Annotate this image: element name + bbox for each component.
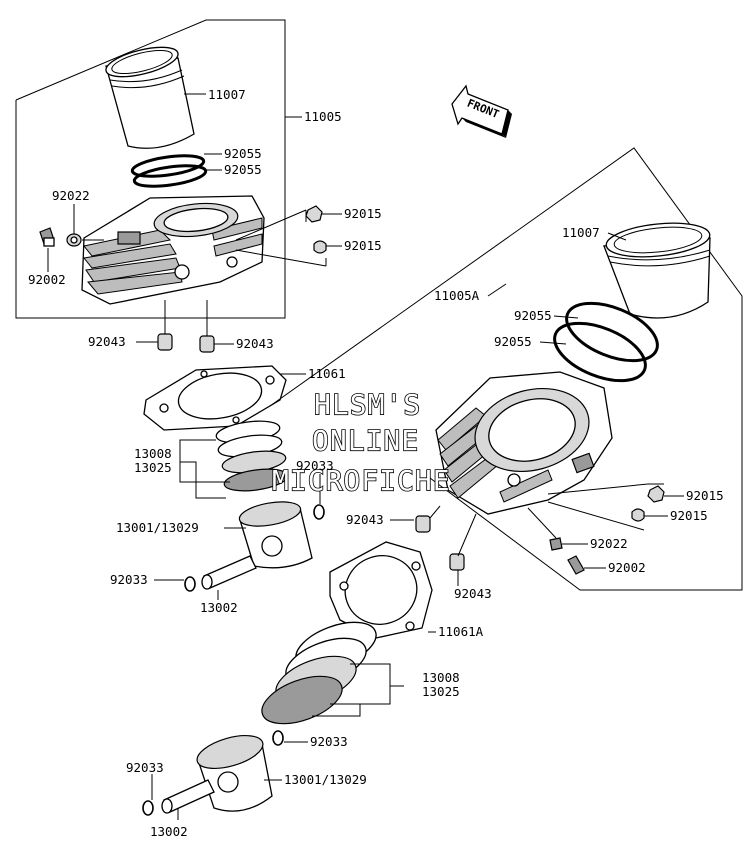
label-13025-top: 13025 <box>134 460 172 475</box>
washer-92022-upper <box>66 233 82 247</box>
watermark-line-3: MICROFICHE <box>272 464 451 497</box>
label-92015-c: 92015 <box>686 488 724 503</box>
label-92033-bottom: 92033 <box>126 760 164 775</box>
label-92055-d: 92055 <box>494 334 532 349</box>
front-arrow-icon: FRONT <box>451 84 512 138</box>
cylinder-block-11005 <box>81 195 265 305</box>
label-92055-b: 92055 <box>224 162 262 177</box>
label-92043-low: 92043 <box>454 586 492 601</box>
label-11005: 11005 <box>304 109 342 124</box>
piston-13001-lower <box>196 735 273 812</box>
label-13001-low: 13001/13029 <box>284 772 367 787</box>
circlip-92033-lower-right <box>272 730 284 746</box>
circlip-92033-upper-right <box>313 504 325 520</box>
watermark: HLSM'S ONLINE MICROFICHE <box>271 387 451 498</box>
label-13025-low: 13025 <box>422 684 460 699</box>
dowel-pin-92043-upper-a <box>157 333 173 351</box>
o-ring-92055-right <box>553 301 659 383</box>
cylinder-liner-11007 <box>105 46 195 149</box>
piston-pin-13002-upper <box>201 555 257 590</box>
label-13002-top: 13002 <box>200 600 238 615</box>
nut-92015-right-a <box>647 485 665 503</box>
label-11007-top: 11007 <box>208 87 246 102</box>
nut-92015-right-b <box>631 508 645 522</box>
base-gasket-11061 <box>143 365 287 431</box>
bolt-92002-right <box>567 555 585 575</box>
piston-rings-13008-upper <box>215 420 289 492</box>
label-92015-d: 92015 <box>670 508 708 523</box>
piston-rings-13008-lower <box>261 621 377 725</box>
label-13008-low: 13008 <box>422 670 460 685</box>
watermark-line-1: HLSM'S <box>314 388 421 421</box>
cylinder-block-11005A <box>435 371 613 515</box>
label-92033-low: 92033 <box>310 734 348 749</box>
label-11061: 11061 <box>308 366 346 381</box>
piston-13001-upper <box>238 501 313 569</box>
label-92043-mid: 92043 <box>346 512 384 527</box>
dowel-pin-92043-upper-b <box>199 335 215 353</box>
label-92022-top: 92022 <box>52 188 90 203</box>
label-92015-a: 92015 <box>344 206 382 221</box>
nut-92015-upper-a <box>305 205 323 223</box>
assembly-11005A-box <box>269 147 743 591</box>
label-13002-low: 13002 <box>150 824 188 839</box>
label-92033-top: 92033 <box>296 458 334 473</box>
label-92015-b: 92015 <box>344 238 382 253</box>
circlip-92033-bottom-left <box>142 800 154 816</box>
o-ring-92055-upper <box>130 154 208 188</box>
label-13001-top: 13001/13029 <box>116 520 199 535</box>
label-92055-c: 92055 <box>514 308 552 323</box>
dowel-pin-92043-right-b <box>449 553 465 571</box>
label-11005A: 11005A <box>434 288 480 303</box>
label-11007-right: 11007 <box>562 225 600 240</box>
leader-lines <box>47 93 684 820</box>
label-92043-right: 92043 <box>236 336 274 351</box>
label-92002-top: 92002 <box>28 272 66 287</box>
cylinder-liner-11007-right <box>603 222 711 319</box>
nut-92015-upper-b <box>313 240 327 254</box>
piston-pin-13002-lower <box>161 779 215 814</box>
dowel-pin-92043-right-a <box>415 515 431 533</box>
label-11061A: 11061A <box>438 624 484 639</box>
label-92055-a: 92055 <box>224 146 262 161</box>
part-labels: 11007 11005 92055 92055 92022 92002 9201… <box>28 87 724 839</box>
bolt-92002-upper <box>39 227 55 247</box>
base-gasket-11061A <box>329 541 433 639</box>
label-92002-right: 92002 <box>608 560 646 575</box>
label-13008-top: 13008 <box>134 446 172 461</box>
label-92033-left: 92033 <box>110 572 148 587</box>
washer-92022-right <box>549 537 563 551</box>
assembly-11005-box <box>15 19 286 319</box>
circlip-92033-upper-left <box>184 576 196 592</box>
label-92022-right: 92022 <box>590 536 628 551</box>
watermark-line-2: ONLINE <box>312 424 419 457</box>
label-92043-left: 92043 <box>88 334 126 349</box>
